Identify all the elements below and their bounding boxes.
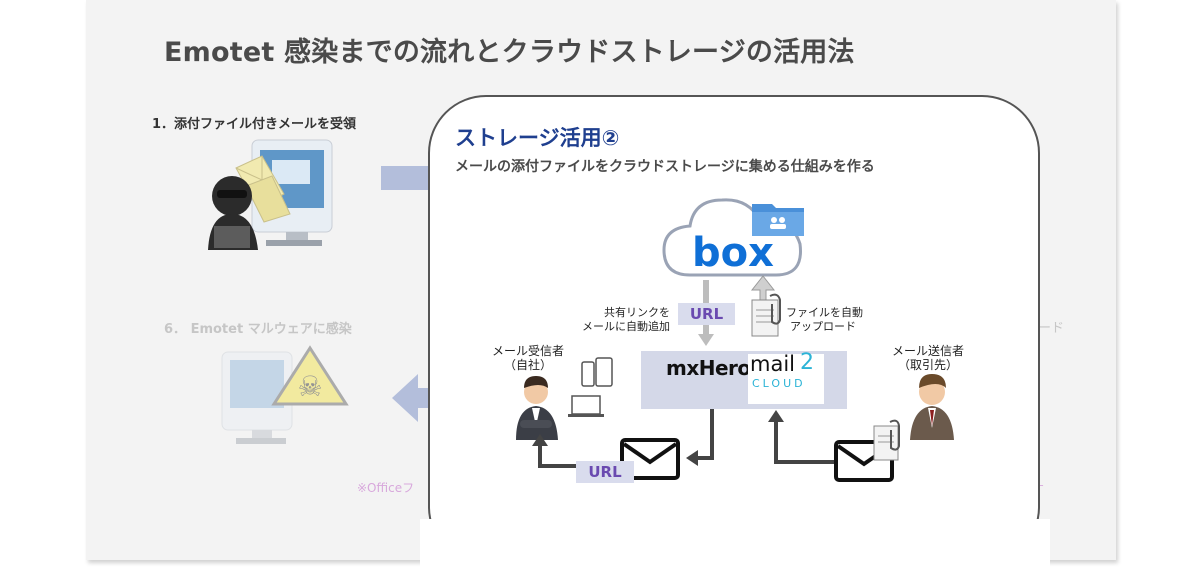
url-badge-top: URL [678,303,735,325]
step-1-label: 1．添付ファイル付きメールを受領 [152,117,357,132]
panel-title: ストレージ活用② [455,126,620,150]
cloud-icon [662,198,802,277]
step-fragment-right: ード [1038,321,1065,336]
devices-icon [568,348,613,417]
url-badge-bottom: URL [576,461,634,483]
mail2cloud-logo-2: 2 [800,350,814,375]
mail2cloud-logo-cloud: CLOUD [752,377,806,390]
attachment-document-icon [751,293,781,337]
mail-envelope-icon [620,438,680,480]
receiver-person-icon [516,376,558,440]
sender-label: メール送信者 （取引先） [892,344,965,372]
mxhero-logo: mxHero [666,356,751,380]
mail2cloud-logo-mail: mail [750,352,795,376]
receiver-label: メール受信者 （自社） [492,344,565,372]
box-logo: box [692,230,774,276]
auto-upload-label: ファイルを自動 アップロード [786,306,863,333]
note-left: ※Officeフ [357,481,415,495]
infected-computer-icon: ☠ [221,345,349,444]
mail2cloud-logo-bg [748,354,824,404]
sender-person-icon [910,374,954,440]
mxhero-to-mail-arrow [696,408,714,460]
step-6-label: 6． Emotet マルウェアに感染 [164,322,352,337]
share-link-label: 共有リンクを メールに自動追加 [582,306,670,333]
flow-arrow-right [381,166,431,190]
flow-arrow-left [392,374,432,422]
hacker-computer-icon [208,139,333,250]
svg-text:☠: ☠ [297,370,322,403]
storage-panel [428,95,1040,565]
sender-envelope-icon [834,419,900,482]
page-title: Emotet 感染までの流れとクラウドストレージの活用法 [164,37,855,68]
shared-folder-icon [752,204,804,236]
panel-bottom-cover [420,519,1050,579]
panel-subtitle: メールの添付ファイルをクラウドストレージに集める仕組みを作る [455,159,875,175]
sender-to-mxhero-arrow [774,420,836,464]
